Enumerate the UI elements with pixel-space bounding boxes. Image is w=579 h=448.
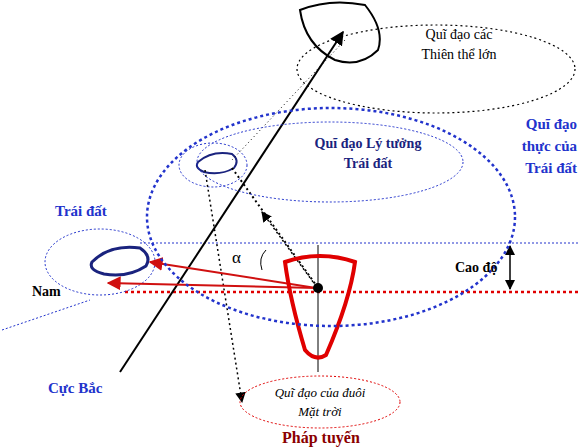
earth-shape xyxy=(91,247,148,275)
orbit-label: Quĩ đạo của đuôi Mặt trời xyxy=(268,384,372,422)
angle-arc xyxy=(261,250,266,270)
sun-earth-dotted xyxy=(232,168,316,285)
orbit-ellipse xyxy=(240,376,400,428)
pole-axis xyxy=(120,32,343,372)
normal-line xyxy=(318,245,319,372)
sun-center xyxy=(313,283,323,293)
sun-shape xyxy=(285,256,355,358)
orbit-ellipse xyxy=(297,25,575,113)
altitude-label: Cao độ xyxy=(455,260,497,277)
pole-label: Cực Bắc xyxy=(48,379,102,397)
orbit-label: Quĩ đạo thực của Trái đất xyxy=(515,114,577,179)
orbit-node: Quĩ đạo các Thiên thể lớn xyxy=(295,23,577,115)
orbit-outline xyxy=(238,374,402,430)
orbit-node: Quĩ đạo Lý tưởng Trái đất xyxy=(195,120,465,204)
orbit-node: Quĩ đạo thực của Trái đất Quĩ đạo Lý tưởn… xyxy=(145,106,579,328)
tilt-line xyxy=(2,300,90,330)
orbit-ellipse xyxy=(197,122,463,202)
large-body xyxy=(300,2,380,62)
altitude-arrow xyxy=(509,246,511,289)
sun-force-arrow xyxy=(108,283,316,288)
direction-label: Nam xyxy=(32,284,61,301)
earth-ideal-shape xyxy=(197,153,237,173)
earth-local-orbit xyxy=(45,229,155,295)
orbit-outline xyxy=(195,120,465,204)
angle-label: α xyxy=(232,248,241,268)
sun-plane-line xyxy=(125,291,579,294)
earth-label: Trái đất xyxy=(55,202,107,220)
orbit-label: Quĩ đạo các Thiên thể lớn xyxy=(417,25,501,66)
orbit-ellipse xyxy=(147,108,515,326)
normal-label: Pháp tuyến xyxy=(282,428,360,447)
sun-dotted-arrow xyxy=(262,212,316,286)
orbit-node: Quĩ đạo của đuôi Mặt trời xyxy=(238,374,402,430)
earth-ideal-local-orbit xyxy=(179,143,247,187)
orbit-label: Quĩ đạo Lý tưởng Trái đất xyxy=(313,134,423,175)
